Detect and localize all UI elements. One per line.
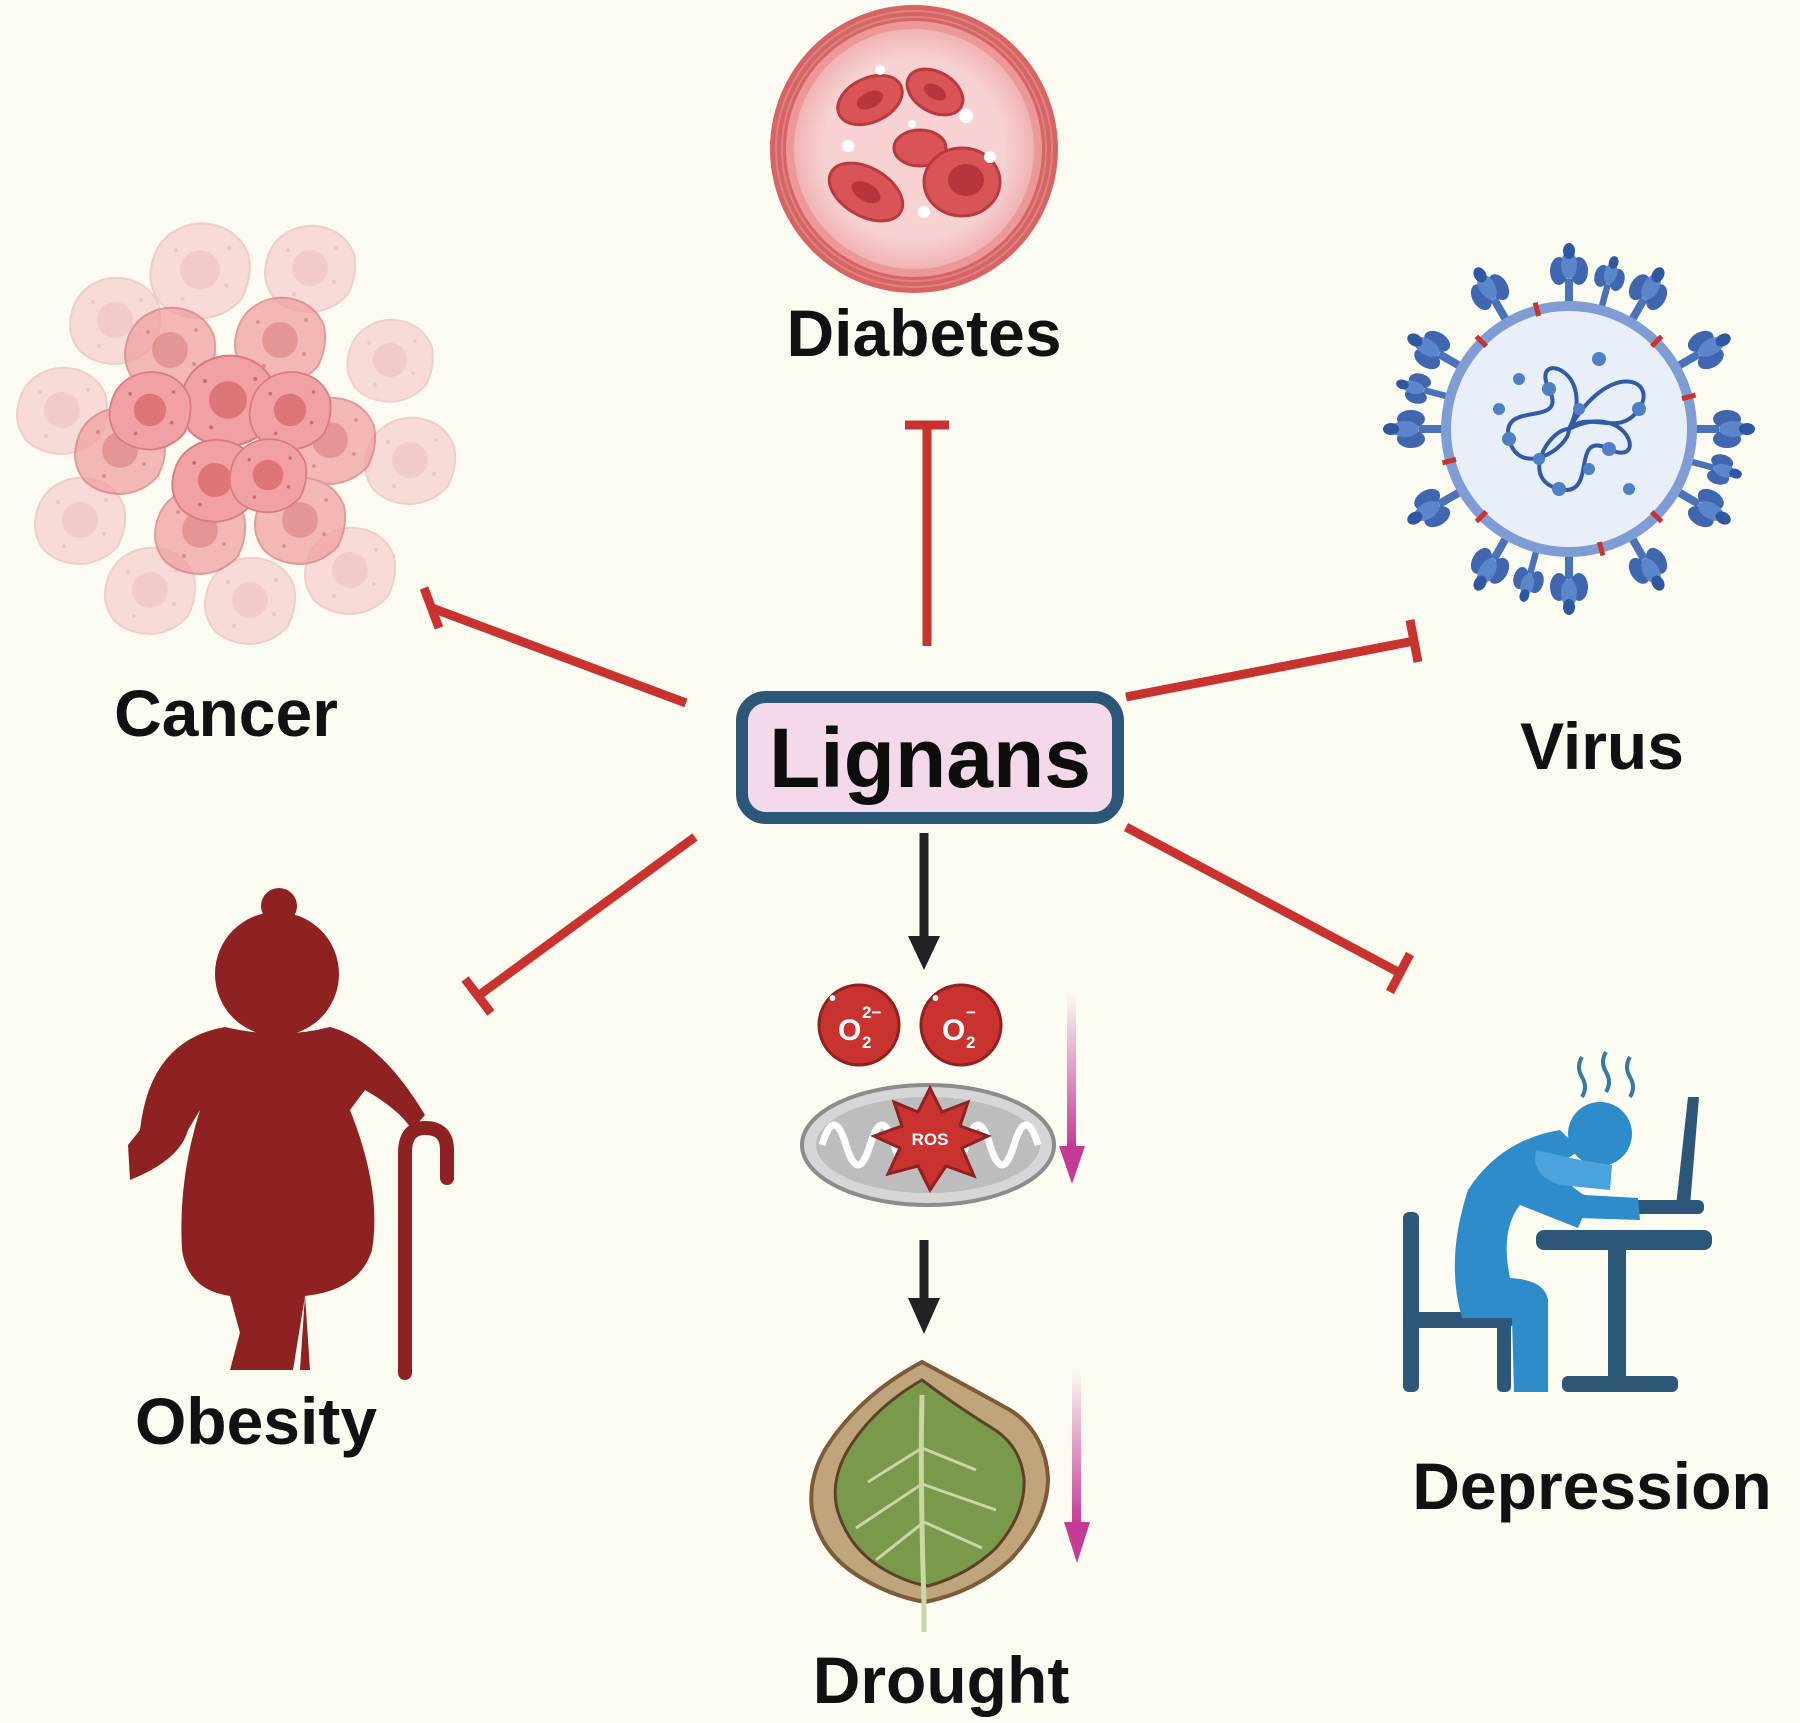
dry-leaf-icon [809, 1359, 1051, 1632]
ros-burst-icon: ROS [870, 1084, 992, 1193]
label-drought: Drought [812, 1643, 1070, 1717]
blood-vessel-icon [770, 5, 1058, 293]
inhibit-depression-line [1123, 823, 1414, 995]
label-depression: Depression [1412, 1449, 1772, 1523]
lignans-hub: Lignans [736, 691, 1124, 824]
decrease-arrow-drought [1064, 1370, 1090, 1563]
decrease-arrow-ros [1059, 993, 1085, 1184]
radical-1-symbol: O [838, 1014, 861, 1047]
label-diabetes: Diabetes [786, 296, 1062, 370]
inhibition-lines [419, 420, 1423, 1016]
cancer-cells-icon [16, 222, 457, 645]
radical-2-subscript: 2 [966, 1033, 975, 1052]
cane-icon [398, 1120, 454, 1380]
flow-arrow-2 [908, 1240, 940, 1334]
label-obesity: Obesity [134, 1384, 378, 1458]
superoxide-radical-1: • O 2 2− [817, 983, 901, 1067]
inhibit-diabetes-line [905, 420, 949, 646]
virus-icon [1383, 243, 1755, 615]
svg-text:•: • [932, 988, 939, 1010]
obesity-figure-icon [128, 888, 425, 1370]
radical-1-superscript: 2− [862, 1003, 881, 1022]
superoxide-radical-2: • O 2 − [919, 983, 1003, 1067]
svg-text:•: • [829, 988, 836, 1010]
ros-label: ROS [912, 1130, 949, 1149]
label-virus: Virus [1520, 709, 1684, 783]
flow-arrow-1 [908, 833, 940, 970]
inhibit-obesity-line [461, 833, 698, 1016]
hub-label: Lignans [768, 710, 1091, 805]
radical-2-superscript: − [966, 1003, 976, 1022]
radical-1-subscript: 2 [862, 1033, 871, 1052]
label-cancer: Cancer [114, 676, 338, 750]
inhibit-cancer-line [419, 586, 688, 708]
inhibit-virus-line [1125, 619, 1423, 702]
depressed-person-icon [1403, 1050, 1712, 1392]
radical-2-symbol: O [942, 1014, 965, 1047]
